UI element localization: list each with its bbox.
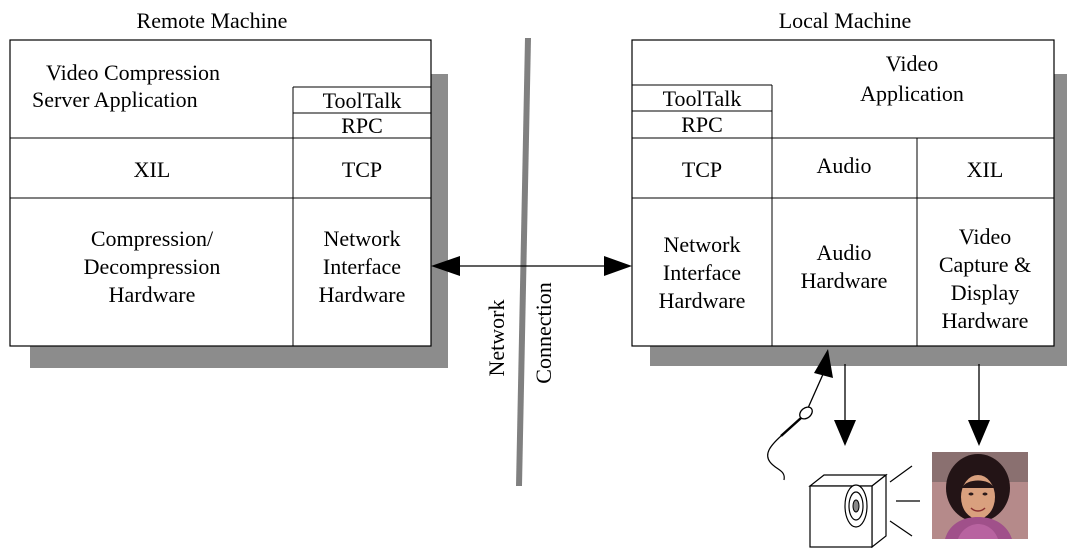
remote-xil-label: XIL [134,157,171,182]
local-box [631,39,1055,347]
local-xil-label: XIL [967,157,1004,182]
local-machine: Local Machine Video Application ToolTalk… [631,8,1067,366]
local-network-hw-line-1: Network [664,232,741,257]
remote-app-line-1: Video Compression [46,60,220,85]
user-photo [932,452,1028,539]
local-video-hw-line-1: Video [959,224,1011,249]
local-audio-hw-line-1: Audio [817,240,872,265]
local-network-hw-line-2: Interface [663,260,741,285]
remote-tcp-label: TCP [342,157,382,182]
remote-compression-line-1: Compression/ [91,226,214,251]
local-tcp-label: TCP [682,157,722,182]
network-connection: Network Connection [431,37,632,487]
local-audio-hw-line-2: Hardware [801,268,888,293]
remote-network-hw-line-1: Network [324,226,401,251]
local-video-hw-line-4: Hardware [942,308,1029,333]
remote-app-line-2: Server Application [32,87,198,112]
local-video-hw-line-2: Capture & [939,252,1031,277]
local-audio-label: Audio [817,153,872,178]
local-network-hw-line-3: Hardware [659,288,746,313]
mic-arrow-line [807,371,825,409]
network-arrowhead-right [604,256,632,276]
local-video-hw-line-3: Display [951,280,1019,305]
speaker-arrowhead [834,420,856,446]
remote-network-hw-line-2: Interface [323,254,401,279]
local-rpc-label: RPC [681,112,723,137]
mic-arrowhead [814,349,833,378]
remote-network-hw-line-3: Hardware [319,282,406,307]
network-divider-line [516,37,531,487]
peripherals [767,349,1028,548]
sound-lines [889,465,920,537]
remote-box [9,39,432,347]
connection-label: Connection [531,282,556,383]
remote-machine-title: Remote Machine [137,8,288,33]
remote-compression-line-3: Hardware [109,282,196,307]
local-tooltalk-label: ToolTalk [663,86,742,111]
remote-rpc-label: RPC [341,113,383,138]
network-arrowhead-left [431,256,460,276]
local-machine-title: Local Machine [779,8,912,33]
local-app-line-1: Video [886,51,938,76]
network-label: Network [484,300,509,377]
speaker-icon [808,473,888,548]
remote-machine: Remote Machine Video Compression Server … [9,8,448,368]
remote-tooltalk-label: ToolTalk [323,88,402,113]
microphone-icon [767,406,813,481]
local-app-line-2: Application [860,81,964,106]
display-arrowhead [968,420,990,446]
remote-compression-line-2: Decompression [84,254,221,279]
